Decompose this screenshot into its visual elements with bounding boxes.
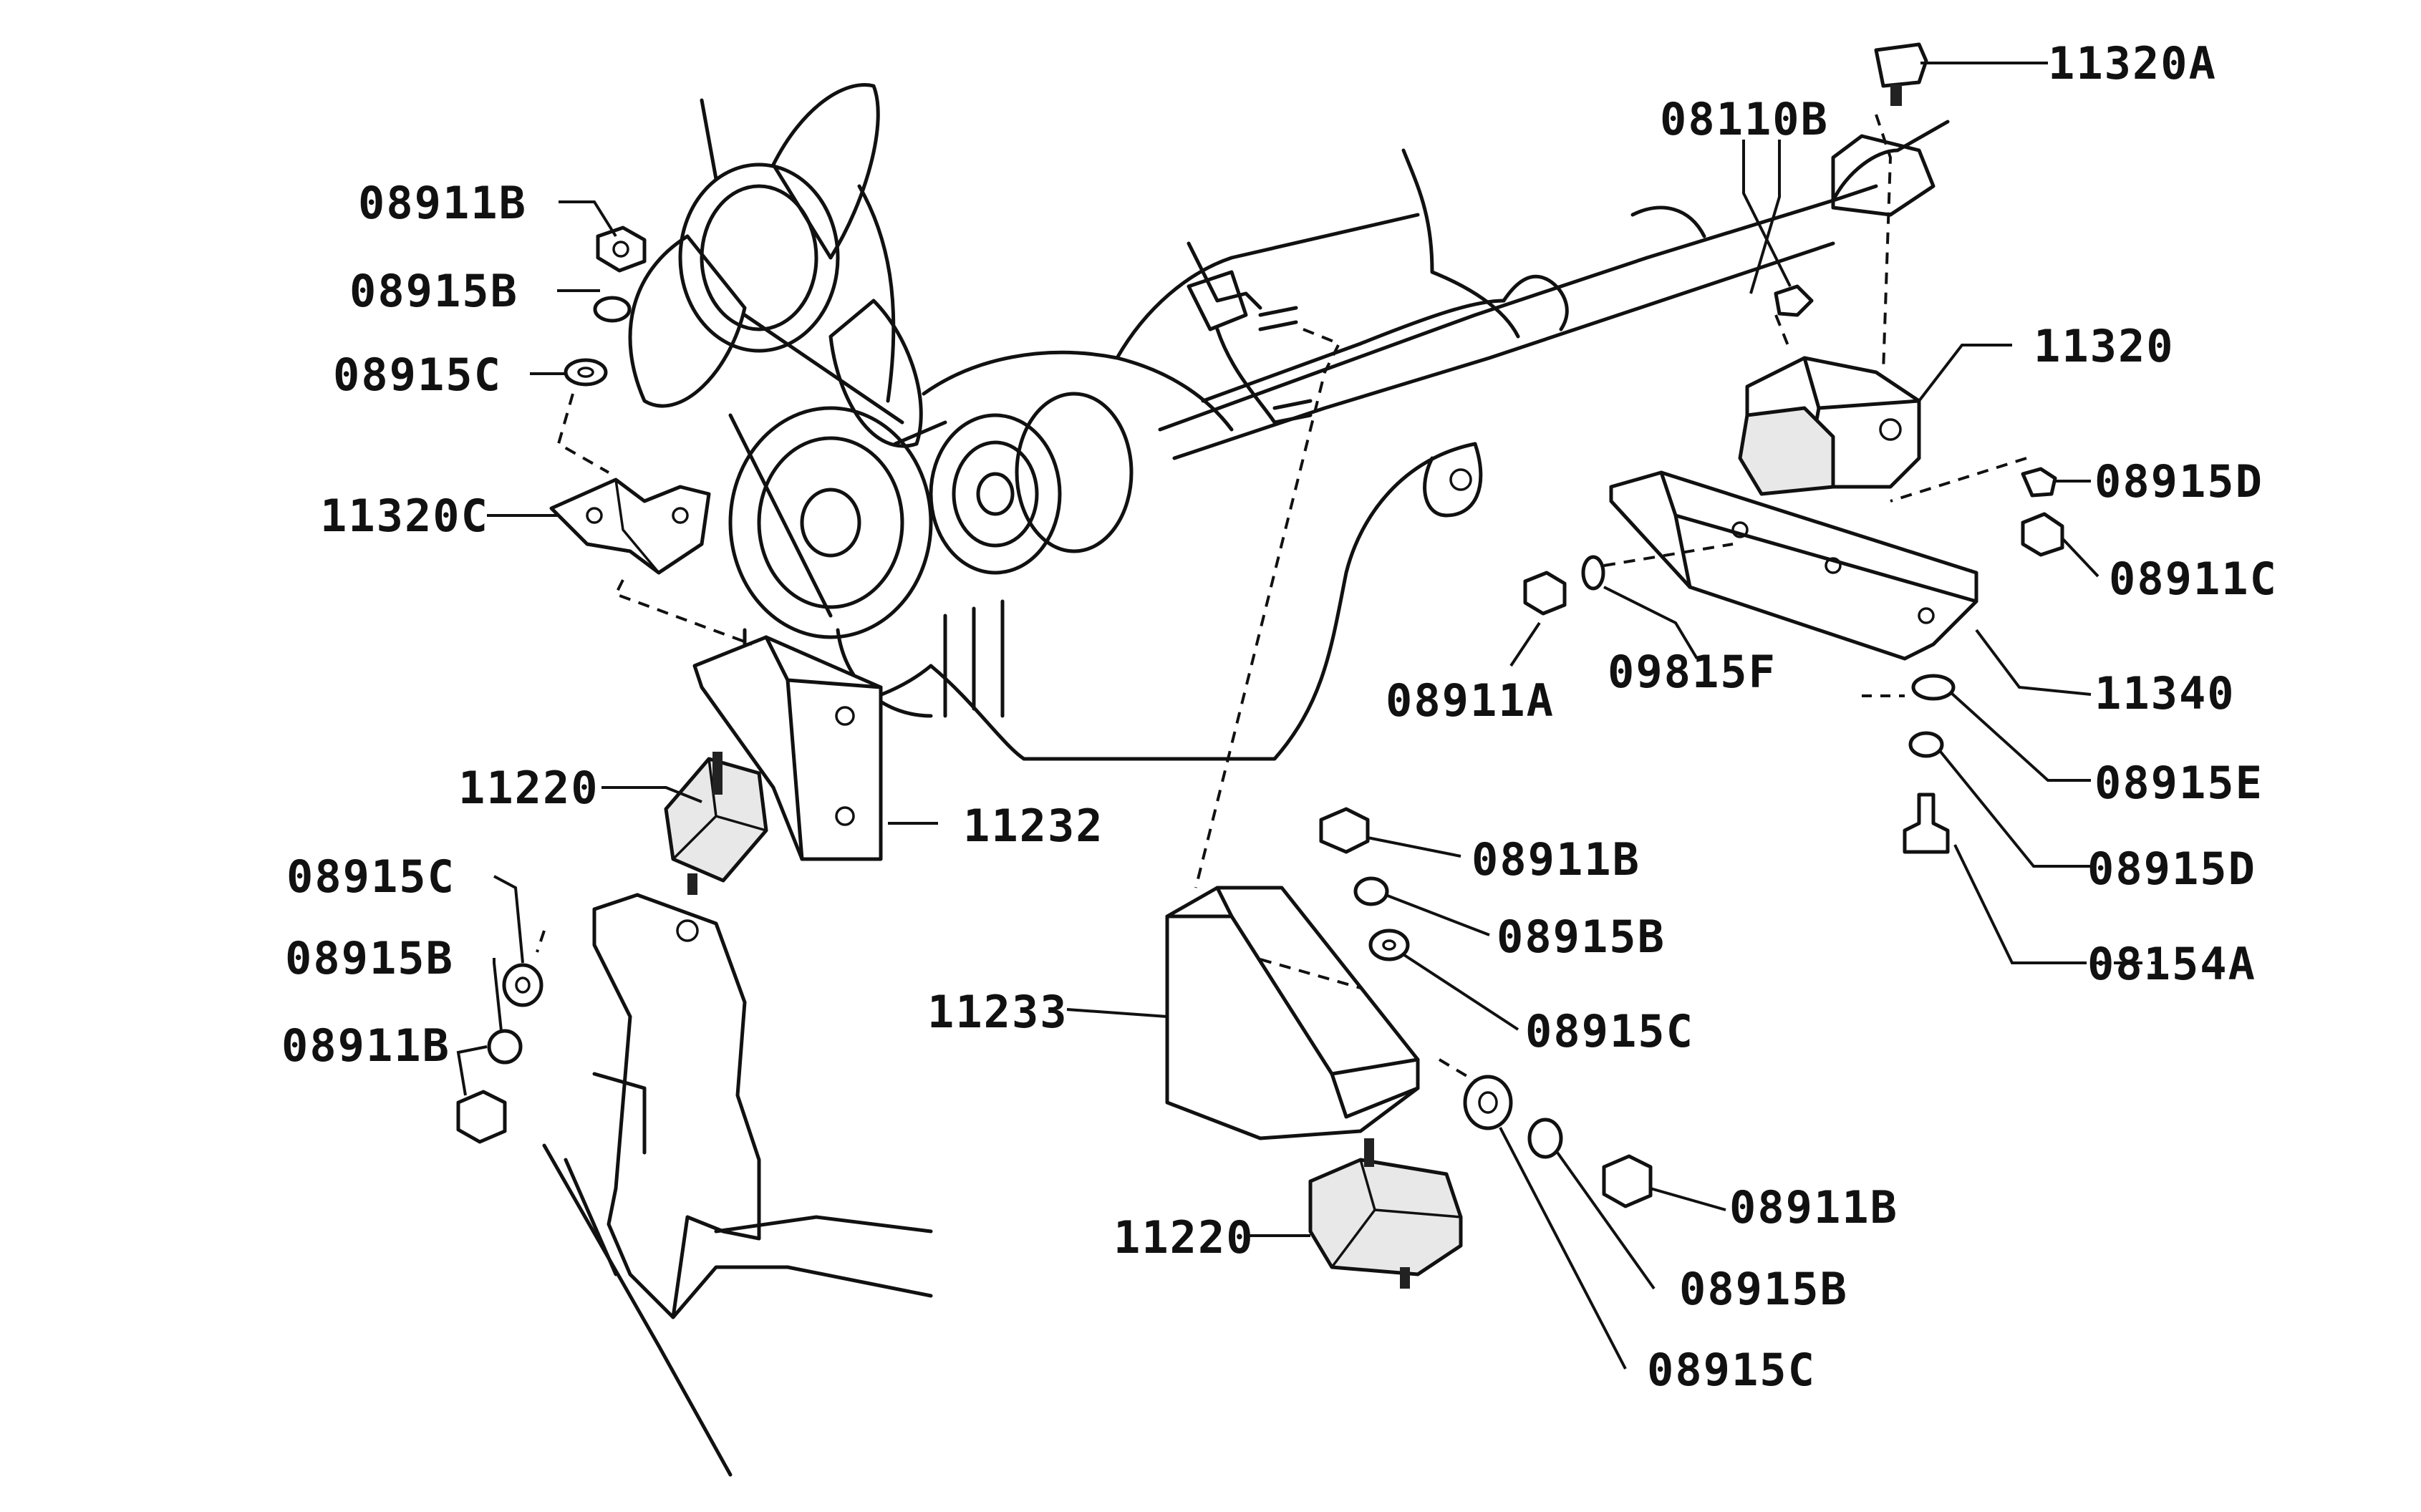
washer-08915C-right: [1463, 1075, 1513, 1130]
label-11320C: 11320C: [320, 490, 489, 542]
rubber-mount-11220-center: [1308, 1138, 1463, 1289]
lockwasher-08915B-left-bottom: [487, 1029, 523, 1065]
left-top-fasteners: [564, 226, 647, 387]
label-11320: 11320: [2034, 320, 2175, 372]
stud-08154A: [1903, 793, 1950, 854]
label-08911C: 08911C: [2109, 553, 2278, 605]
label-11340: 11340: [2094, 667, 2236, 719]
lockwasher-09815F: [1581, 555, 1605, 591]
engine-bracket-11233: [1165, 886, 1420, 1140]
label-08915B-center: 08915B: [1497, 911, 1666, 963]
engine-bracket-11232: [692, 635, 883, 861]
lockwasher-08915B-left-top: [593, 296, 632, 323]
nut-08911B-right: [1602, 1154, 1653, 1208]
label-08110B: 08110B: [1660, 93, 1829, 145]
assembly-dashed-lines: [536, 114, 2027, 1082]
nut-08911B-left-bottom: [456, 1090, 507, 1144]
part-labels: 11320A 08110B 11320 08915D 08911C 11340 …: [281, 37, 2278, 1396]
bolt-11320A: [1874, 42, 1928, 88]
label-08915B-left-bottom: 08915B: [285, 932, 454, 984]
label-11220-left: 11220: [458, 762, 599, 814]
label-08154A: 08154A: [2087, 938, 2256, 990]
bolt-08110B: [1774, 284, 1814, 317]
right-bottom-fasteners: [1463, 1075, 1653, 1208]
label-08911B-left-top: 08911B: [358, 177, 527, 229]
washer-08915E: [1911, 674, 1956, 701]
nut-08911B-center: [1319, 807, 1370, 854]
center-fasteners: [1319, 807, 1410, 961]
label-08915C-left-bottom: 08915C: [286, 850, 455, 903]
crossmember-11340: [1609, 470, 1978, 661]
label-08911B-center: 08911B: [1472, 833, 1640, 886]
left-frame-rail: [542, 893, 933, 1477]
transmission-mount-11320: [1738, 356, 1921, 496]
label-08915C-right: 08915C: [1647, 1344, 1816, 1396]
label-11232: 11232: [963, 800, 1104, 852]
lockwasher-08915D-top: [2021, 467, 2057, 498]
label-08915B-left-top: 08915B: [349, 265, 518, 317]
rear-side-fasteners: [1523, 467, 2064, 854]
lockwasher-08915D-bottom: [1908, 731, 1944, 758]
label-08915D-top: 08915D: [2094, 455, 2263, 508]
label-08911B-left-bottom: 08911B: [281, 1019, 450, 1072]
rubber-mount-11220-left: [664, 752, 768, 895]
label-11233: 11233: [927, 986, 1068, 1038]
label-11320A: 11320A: [2048, 37, 2217, 89]
engine-block-drawing: [628, 83, 1950, 761]
label-08911A: 08911A: [1386, 674, 1555, 727]
leader-lines: [456, 62, 2163, 1370]
washer-08915C-left-top: [564, 358, 608, 387]
label-08915C-center: 08915C: [1525, 1005, 1694, 1057]
label-08911B-right: 08911B: [1729, 1181, 1898, 1234]
nut-08911B-left-top: [596, 226, 647, 273]
left-bottom-fasteners: [456, 963, 543, 1144]
label-08915D-bottom: 08915D: [2087, 843, 2256, 895]
lockwasher-08915B-center: [1353, 876, 1389, 906]
label-09815F: 09815F: [1608, 646, 1777, 698]
lockwasher-08915B-right: [1527, 1118, 1563, 1159]
washer-08915C-left-bottom: [502, 963, 543, 1007]
nut-08911A: [1523, 571, 1567, 616]
nut-08911C: [2021, 512, 2064, 557]
label-11220-center: 11220: [1113, 1211, 1255, 1264]
bracket-11320C: [549, 478, 711, 575]
rear-top-fasteners: [1774, 42, 1936, 317]
label-08915C-left-top: 08915C: [333, 349, 502, 401]
label-08915B-right: 08915B: [1679, 1263, 1848, 1315]
washer-08915C-center: [1368, 929, 1410, 961]
label-08915E: 08915E: [2094, 757, 2263, 809]
